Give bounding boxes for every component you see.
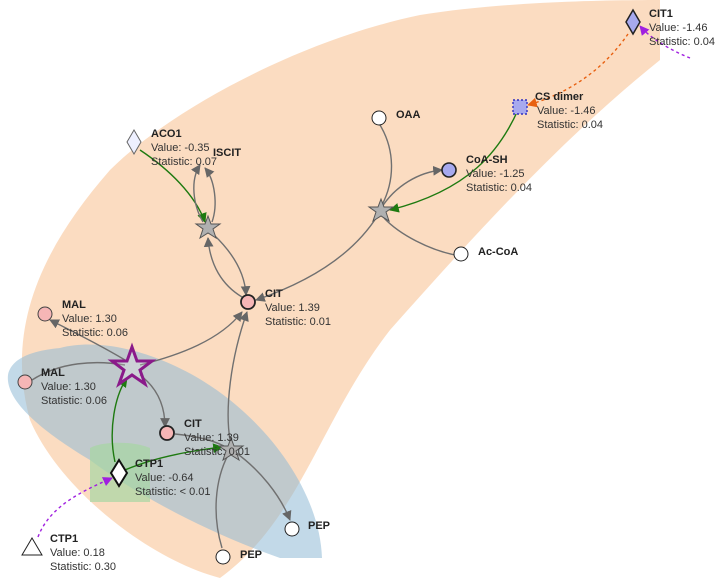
edge-csdimer-catalysis[interactable]: [389, 109, 519, 213]
cs-dimer-statistic: Statistic: 0.04: [537, 119, 603, 131]
edge-cit-reaction-a[interactable]: [203, 237, 243, 298]
ctp1-mid-statistic: Statistic: < 0.01: [135, 486, 211, 498]
cs-dimer-name: CS dimer: [535, 91, 584, 103]
iscit-name: ISCIT: [213, 147, 241, 159]
coa-sh-value: Value: -1.25: [466, 168, 525, 180]
edge-cit-pepreaction[interactable]: [227, 311, 249, 441]
reaction-citrate-malate-antiport[interactable]: [107, 342, 157, 388]
pep-right-node[interactable]: [284, 521, 300, 537]
ctp1-bottom-statistic: Statistic: 0.30: [50, 561, 116, 573]
edge-iscit-reaction[interactable]: [191, 164, 204, 223]
ctp1-bottom-triangle[interactable]: [21, 537, 43, 556]
ctp1-mid-diamond[interactable]: [109, 458, 129, 488]
ctp1-bottom-name: CTP1: [50, 533, 78, 545]
cit-lower-value: Value: 1.39: [184, 432, 239, 444]
cs-dimer-node[interactable]: [512, 99, 528, 115]
mal-lower-node[interactable]: [17, 374, 33, 390]
cit1-top-value: Value: -1.46: [649, 22, 708, 34]
mal-upper-statistic: Statistic: 0.06: [62, 327, 128, 339]
nodes: CIT1 Value: -1.46 Statistic: 0.04 CS dim…: [17, 8, 715, 573]
pep-right-name: PEP: [308, 520, 330, 532]
coa-sh-name: CoA-SH: [466, 154, 508, 166]
edge-accoa-reaction[interactable]: [383, 217, 456, 256]
cs-dimer-value: Value: -1.46: [537, 105, 596, 117]
mal-lower-value: Value: 1.30: [41, 381, 96, 393]
ctp1-mid-value: Value: -0.64: [135, 472, 194, 484]
edge-ctp1bottom-ctp1mid[interactable]: [37, 477, 113, 538]
cit-lower-statistic: Statistic: 0.01: [184, 446, 250, 458]
edge-citlower-pepreaction[interactable]: [174, 433, 225, 447]
mitochondrion-compartment: [7, 344, 323, 558]
cit-center-statistic: Statistic: 0.01: [265, 316, 331, 328]
ac-coa-name: Ac-CoA: [478, 246, 518, 258]
cit-lower-name: CIT: [184, 418, 202, 430]
aco1-diamond[interactable]: [126, 129, 142, 155]
oaa-node[interactable]: [371, 110, 387, 126]
oaa-name: OAA: [396, 109, 421, 121]
cit-center-value: Value: 1.39: [265, 302, 320, 314]
edge-oaa-reaction[interactable]: [379, 124, 393, 206]
edges: [31, 25, 691, 549]
coa-sh-statistic: Statistic: 0.04: [466, 182, 532, 194]
cit-center-node[interactable]: [240, 294, 256, 310]
edge-reaction-iscit[interactable]: [204, 167, 216, 223]
cit1-top-statistic: Statistic: 0.04: [649, 36, 715, 48]
mal-lower-name: MAL: [41, 367, 65, 379]
edge-pepreaction-pepright[interactable]: [234, 451, 292, 521]
edge-ctp1-catalysis-mal[interactable]: [111, 377, 128, 463]
edge-pepbottom-pepreaction[interactable]: [215, 454, 229, 549]
coa-sh-node[interactable]: [441, 162, 457, 178]
reaction-citrate-synthase[interactable]: [367, 197, 395, 223]
ctp1-mid-name: CTP1: [135, 458, 163, 470]
edge-cit1-csdimer[interactable]: [527, 33, 629, 108]
edge-offscreen-cit1[interactable]: [639, 25, 691, 59]
reaction-aconitase[interactable]: [194, 214, 222, 240]
cit-center-name: CIT: [265, 288, 283, 300]
edge-reaction-cit-a[interactable]: [213, 234, 251, 296]
edge-ctp1-catalysis-pep[interactable]: [124, 443, 223, 471]
mal-upper-node[interactable]: [37, 306, 53, 322]
mal-upper-value: Value: 1.30: [62, 313, 117, 325]
cit-lower-node[interactable]: [159, 425, 175, 441]
edge-malupper-reaction[interactable]: [49, 319, 126, 361]
pep-bottom-name: PEP: [240, 549, 262, 561]
edge-reaction-cit[interactable]: [255, 214, 379, 302]
pep-bottom-node[interactable]: [215, 549, 231, 565]
mal-upper-name: MAL: [62, 299, 86, 311]
edge-aco1-catalysis[interactable]: [139, 149, 207, 223]
cit1-top-diamond[interactable]: [625, 8, 641, 36]
aco1-statistic: Statistic: 0.07: [151, 156, 217, 168]
reactions: [107, 197, 395, 462]
aco1-name: ACO1: [151, 128, 182, 140]
edge-reaction-coash[interactable]: [379, 165, 443, 211]
ctp1-bottom-value: Value: 0.18: [50, 547, 105, 559]
ac-coa-node[interactable]: [453, 246, 469, 262]
mal-lower-statistic: Statistic: 0.06: [41, 395, 107, 407]
reaction-citrate-pep-antiport[interactable]: [217, 436, 245, 462]
aco1-value: Value: -0.35: [151, 142, 210, 154]
cit1-top-name: CIT1: [649, 8, 673, 20]
